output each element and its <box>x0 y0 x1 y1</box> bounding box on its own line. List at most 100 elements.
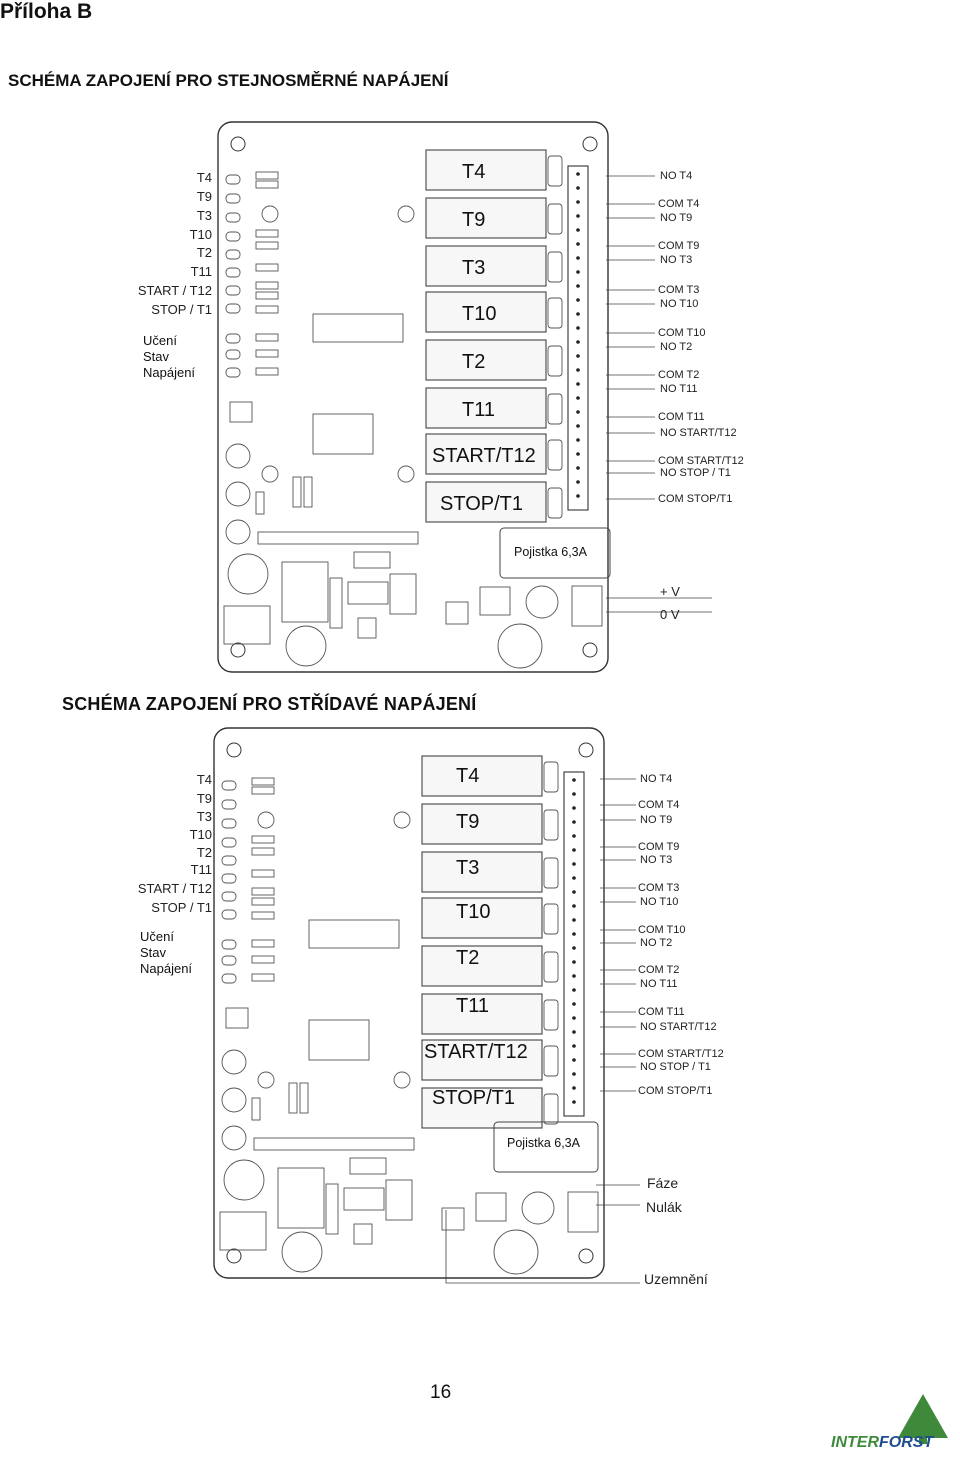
svg-text:COM T9: COM T9 <box>658 240 699 252</box>
svg-text:NO STOP / T1: NO STOP / T1 <box>640 1061 711 1073</box>
dc-terminal-labels: NO T4 COM T4 NO T9 COM T9 NO T3 COM T3 N… <box>658 170 744 505</box>
dc-relay-labels: T4 T9 T3 T10 T2 T11 START/T12 STOP/T1 <box>432 161 536 515</box>
svg-text:NO T3: NO T3 <box>640 854 672 866</box>
svg-text:COM T10: COM T10 <box>638 924 685 936</box>
ac-fuse-label: Pojistka 6,3A <box>507 1136 581 1150</box>
relay-label: T11 <box>456 995 489 1017</box>
left-label: T2 <box>197 845 212 860</box>
relay-label: STOP/T1 <box>432 1087 515 1109</box>
svg-text:NO T2: NO T2 <box>640 937 672 949</box>
svg-text:NO T11: NO T11 <box>640 978 678 990</box>
indicator-status: Stav <box>140 945 167 960</box>
svg-text:COM T4: COM T4 <box>638 799 679 811</box>
dc-board <box>217 121 609 673</box>
relay-label: T4 <box>456 765 479 787</box>
ac-fuse-box <box>493 1121 599 1173</box>
relay-label: T10 <box>456 901 490 923</box>
left-label: T10 <box>190 227 212 242</box>
svg-text:NO STOP / T1: NO STOP / T1 <box>660 467 731 479</box>
svg-text:COM T10: COM T10 <box>658 327 705 339</box>
ac-supply-neutral: Nulák <box>646 1199 683 1215</box>
relay-label: T4 <box>462 161 485 183</box>
left-label: T9 <box>197 791 212 806</box>
relay-label: START/T12 <box>432 445 536 467</box>
ac-left-labels: T4 T9 T3 T10 T2 T11 START / T12 STOP / T… <box>138 772 212 915</box>
svg-text:NO T10: NO T10 <box>640 896 678 908</box>
ac-indicator-labels: Učení Stav Napájení <box>140 929 192 977</box>
svg-text:COM STOP/T1: COM STOP/T1 <box>638 1085 712 1097</box>
relay-label: T11 <box>462 399 495 421</box>
ac-supply-ground: Uzemnění <box>644 1271 708 1287</box>
indicator-status: Stav <box>143 349 170 364</box>
dc-fuse-box <box>499 527 611 579</box>
logo-forst-text: FORST <box>879 1434 934 1451</box>
left-label: STOP / T1 <box>151 302 212 317</box>
svg-text:COM START/T12: COM START/T12 <box>638 1048 724 1060</box>
interforst-logo: INTERFORST <box>831 1392 956 1460</box>
ac-board <box>213 727 605 1279</box>
svg-text:COM T4: COM T4 <box>658 198 699 210</box>
relay-label: T3 <box>456 857 479 879</box>
dc-indicator-labels: Učení Stav Napájení <box>143 333 195 381</box>
svg-text:NO T4: NO T4 <box>660 170 692 182</box>
relay-label: T2 <box>456 947 479 969</box>
dc-schema-title: SCHÉMA ZAPOJENÍ PRO STEJNOSMĚRNÉ NAPÁJEN… <box>8 71 449 90</box>
svg-text:COM T9: COM T9 <box>638 841 679 853</box>
page-number: 16 <box>430 1382 452 1403</box>
left-label: STOP / T1 <box>151 900 212 915</box>
svg-text:NO START/T12: NO START/T12 <box>640 1021 717 1033</box>
left-label: START / T12 <box>138 881 212 896</box>
left-label: T10 <box>190 827 212 842</box>
svg-text:COM T3: COM T3 <box>658 284 699 296</box>
relay-label: T3 <box>462 257 485 279</box>
indicator-power: Napájení <box>140 961 193 976</box>
svg-text:COM T11: COM T11 <box>638 1006 685 1018</box>
svg-text:NO T3: NO T3 <box>660 254 692 266</box>
left-label: T3 <box>197 208 212 223</box>
ac-terminal-labels: NO T4 COM T4 NO T9 COM T9 NO T3 COM T3 N… <box>638 773 724 1097</box>
logo-inter-text: INTER <box>831 1434 879 1451</box>
svg-text:NO T10: NO T10 <box>660 298 698 310</box>
relay-label: STOP/T1 <box>440 493 523 515</box>
indicator-learn: Učení <box>143 333 177 348</box>
svg-text:COM STOP/T1: COM STOP/T1 <box>658 493 732 505</box>
svg-text:NO T2: NO T2 <box>660 341 692 353</box>
relay-label: T2 <box>462 351 485 373</box>
indicator-learn: Učení <box>140 929 174 944</box>
dc-left-labels: T4 T9 T3 T10 T2 T11 START / T12 STOP / T… <box>138 170 212 317</box>
dc-leader-lines <box>606 175 712 613</box>
ac-schema-title: SCHÉMA ZAPOJENÍ PRO STŘÍDAVÉ NAPÁJENÍ <box>62 694 477 714</box>
relay-label: T10 <box>462 303 496 325</box>
relay-label: T9 <box>462 209 485 231</box>
svg-text:COM T2: COM T2 <box>638 964 679 976</box>
svg-text:COM T3: COM T3 <box>638 882 679 894</box>
tree-logo-icon <box>898 1394 948 1438</box>
svg-text:COM T2: COM T2 <box>658 369 699 381</box>
dc-supply-plus: + V <box>660 584 680 599</box>
ac-relay-labels: T4 T9 T3 T10 T2 T11 START/T12 STOP/T1 <box>424 765 528 1109</box>
ac-supply-phase: Fáze <box>647 1175 678 1191</box>
svg-text:NO T9: NO T9 <box>640 814 672 826</box>
left-label: T11 <box>191 862 212 877</box>
left-label: T4 <box>197 772 212 787</box>
relay-label: START/T12 <box>424 1041 528 1063</box>
svg-text:COM START/T12: COM START/T12 <box>658 455 744 467</box>
svg-text:NO T11: NO T11 <box>660 383 698 395</box>
appendix-title: Příloha B <box>0 0 93 23</box>
left-label: START / T12 <box>138 283 212 298</box>
left-label: T4 <box>197 170 212 185</box>
left-label: T3 <box>197 809 212 824</box>
left-label: T9 <box>197 189 212 204</box>
dc-fuse-label: Pojistka 6,3A <box>514 545 588 559</box>
indicator-power: Napájení <box>143 365 196 380</box>
svg-text:COM T11: COM T11 <box>658 411 705 423</box>
svg-text:NO START/T12: NO START/T12 <box>660 427 737 439</box>
relay-label: T9 <box>456 811 479 833</box>
svg-text:NO T9: NO T9 <box>660 212 692 224</box>
left-label: T2 <box>197 245 212 260</box>
ac-leader-lines <box>445 778 640 1284</box>
svg-text:NO T4: NO T4 <box>640 773 672 785</box>
dc-supply-zero: 0 V <box>660 607 680 622</box>
left-label: T11 <box>191 264 212 279</box>
